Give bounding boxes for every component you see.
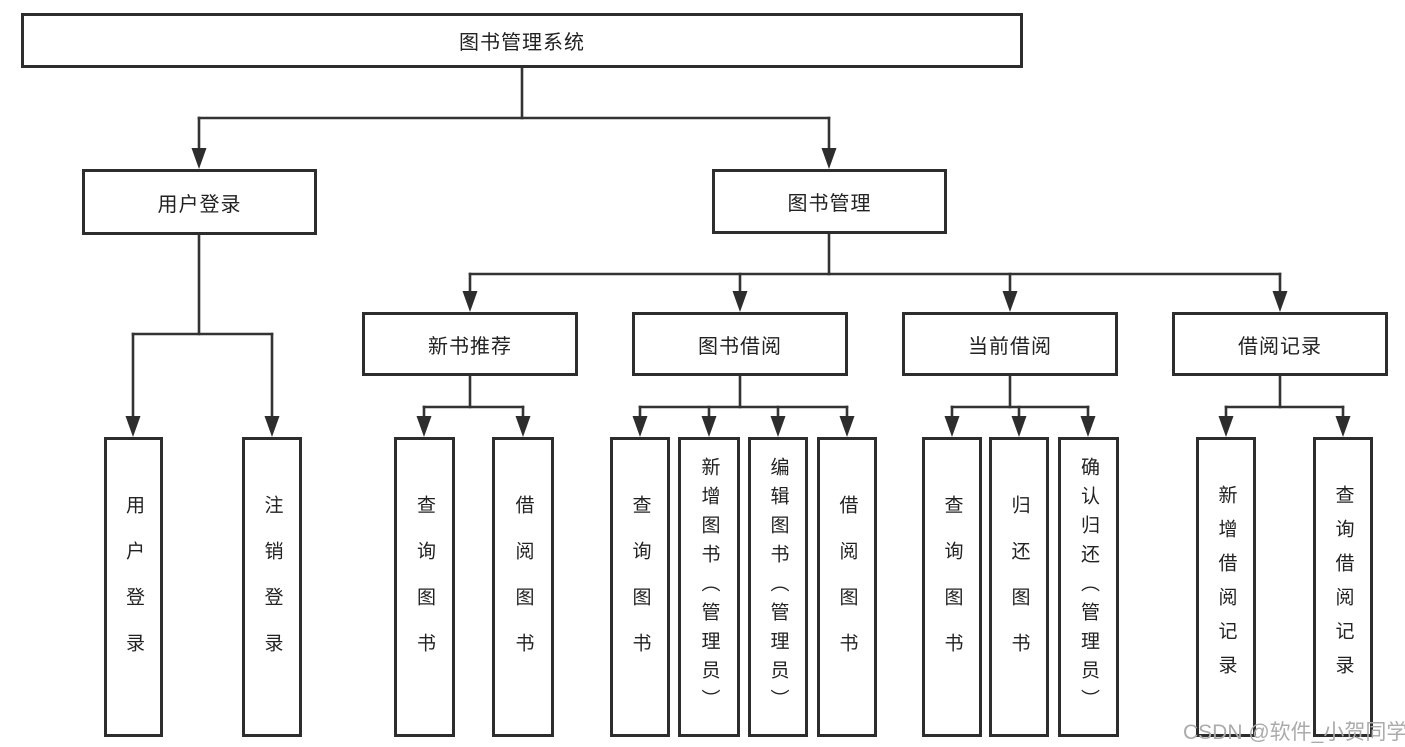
node-user-login: 用户登录 bbox=[82, 169, 317, 235]
leaf-borrow-add-book: 新增图书（管理员） bbox=[678, 437, 740, 737]
node-book-management: 图书管理 bbox=[712, 169, 947, 234]
node-user-login-label: 用户登录 bbox=[157, 193, 242, 216]
leaf-user-login-label: 用户登录 bbox=[123, 495, 144, 679]
leaf-borrow-edit-book-label: 编辑图书（管理员） bbox=[767, 456, 789, 718]
leaf-current-query-label: 查询图书 bbox=[941, 495, 963, 679]
arrowheads bbox=[125, 148, 1351, 437]
node-root: 图书管理系统 bbox=[21, 13, 1023, 68]
csdn-watermark: CSDN @软件_小贺同学 bbox=[1183, 721, 1405, 744]
leaf-record-add: 新增借阅记录 bbox=[1196, 437, 1256, 737]
leaf-newbook-borrow-label: 借阅图书 bbox=[512, 495, 534, 679]
leaf-borrow-borrow-book-label: 借阅图书 bbox=[836, 495, 858, 679]
leaf-borrow-borrow-book: 借阅图书 bbox=[817, 437, 877, 737]
node-book-borrow-label: 图书借阅 bbox=[698, 335, 782, 358]
leaf-borrow-query: 查询图书 bbox=[610, 437, 670, 737]
node-book-management-label: 图书管理 bbox=[787, 193, 872, 215]
leaf-newbook-query: 查询图书 bbox=[394, 437, 455, 737]
leaf-current-return-label: 归还图书 bbox=[1008, 495, 1030, 679]
leaf-record-query: 查询借阅记录 bbox=[1313, 437, 1373, 737]
node-current-borrow-label: 当前借阅 bbox=[968, 335, 1052, 358]
node-borrow-record-label: 借阅记录 bbox=[1238, 335, 1322, 358]
node-new-book-recommend-label: 新书推荐 bbox=[428, 335, 512, 358]
leaf-logout: 注销登录 bbox=[242, 437, 302, 737]
leaf-borrow-query-label: 查询图书 bbox=[629, 495, 651, 679]
leaf-logout-label: 注销登录 bbox=[261, 495, 283, 679]
node-borrow-record: 借阅记录 bbox=[1172, 312, 1388, 376]
leaf-record-query-label: 查询借阅记录 bbox=[1332, 485, 1354, 689]
node-new-book-recommend: 新书推荐 bbox=[362, 312, 578, 376]
leaf-record-add-label: 新增借阅记录 bbox=[1215, 485, 1237, 689]
leaf-user-login: 用户登录 bbox=[104, 437, 163, 737]
leaf-newbook-borrow: 借阅图书 bbox=[492, 437, 554, 737]
leaf-current-return: 归还图书 bbox=[989, 437, 1049, 737]
leaf-current-query: 查询图书 bbox=[922, 437, 982, 737]
node-current-borrow: 当前借阅 bbox=[902, 312, 1118, 376]
node-root-label: 图书管理系统 bbox=[459, 32, 585, 54]
leaf-borrow-edit-book: 编辑图书（管理员） bbox=[748, 437, 808, 737]
leaf-newbook-query-label: 查询图书 bbox=[414, 495, 435, 679]
leaf-current-confirm-return: 确认归还（管理员） bbox=[1058, 437, 1119, 737]
node-book-borrow: 图书借阅 bbox=[632, 312, 848, 376]
leaf-borrow-add-book-label: 新增图书（管理员） bbox=[698, 456, 720, 718]
leaf-current-confirm-return-label: 确认归还（管理员） bbox=[1078, 456, 1099, 718]
